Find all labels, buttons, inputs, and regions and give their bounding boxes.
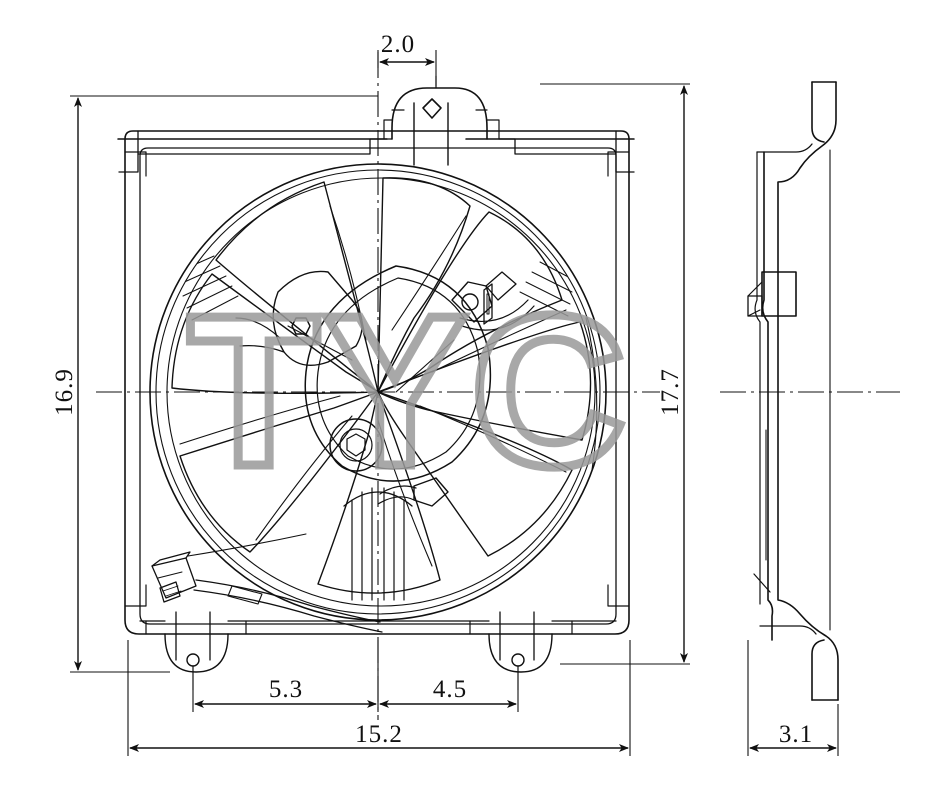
side-profile-outer <box>777 81 839 701</box>
blade-root-detail <box>419 405 567 473</box>
motor-bracket-arm-left2 <box>239 345 285 353</box>
fan-blade <box>377 391 573 557</box>
dimension-label-16-9: 16.9 <box>51 368 78 416</box>
side-profile-top-shoulder <box>756 143 813 153</box>
corner-notch-top-right <box>607 151 630 177</box>
bracket-hole-left <box>291 317 311 335</box>
harness-tail <box>187 533 307 557</box>
bracket-hole-right <box>461 293 479 311</box>
hub-boss-outer <box>329 418 383 472</box>
hub-hex-nut <box>346 433 366 457</box>
blade-root-detail <box>179 395 341 445</box>
motor-bracket-arm-left <box>235 317 281 339</box>
motor-bracket-lower-arm2 <box>377 496 415 505</box>
harness-clip <box>227 585 263 605</box>
center-lines <box>96 52 900 720</box>
dimension-5-3 <box>192 640 379 712</box>
harness-wire-lower <box>193 589 383 633</box>
side-view <box>747 81 839 701</box>
dimension-3-1 <box>747 640 839 756</box>
dimension-label-2-0: 2.0 <box>381 31 415 58</box>
hub-shading <box>287 325 455 393</box>
fan-blade <box>215 181 379 393</box>
blade-hatching-right <box>519 261 575 317</box>
bracket-rod <box>483 283 493 325</box>
dimension-label-3-1: 3.1 <box>779 721 813 748</box>
motor-bracket-lower <box>413 477 449 507</box>
motor-body <box>304 265 492 482</box>
blade-hatching-bottom <box>351 487 405 601</box>
fan-ring-shade <box>585 317 598 471</box>
shroud-outline <box>124 130 630 635</box>
dimension-2-0 <box>377 50 437 86</box>
blade-root-detail <box>255 415 353 541</box>
fan-blade <box>377 177 471 393</box>
corner-notch-bottom-left <box>124 584 147 607</box>
side-profile-boss-taper <box>747 281 763 317</box>
side-profile-bottom-shoulder <box>759 625 817 635</box>
side-profile-tab-top <box>811 81 825 143</box>
dimension-15-2 <box>127 640 631 756</box>
side-profile-flange-low <box>753 573 771 593</box>
dimension-4-5 <box>379 666 519 712</box>
tab-shoulder-left <box>137 138 393 155</box>
shroud-top-step <box>118 130 139 173</box>
hub-boss-inner <box>339 428 373 462</box>
top-tab-hole <box>422 98 442 119</box>
motor-lead-wire <box>459 299 529 322</box>
dimension-label-17-7: 17.7 <box>657 368 684 416</box>
side-profile-inner-left <box>754 151 761 605</box>
blade-root-detail <box>377 419 433 567</box>
side-profile-boss-step <box>747 295 763 317</box>
corner-notch-bottom-right <box>607 584 630 607</box>
fan-blade <box>179 391 379 553</box>
dimension-17-7 <box>540 83 690 665</box>
dimension-label-4-5: 4.5 <box>433 676 467 703</box>
fan-blade <box>171 273 379 395</box>
blade-root-detail <box>431 309 567 373</box>
motor-hub <box>304 265 492 482</box>
watermark-tyc: TYC <box>188 270 630 511</box>
side-profile-tab-bottom <box>811 639 825 701</box>
wiring-connector <box>151 533 383 633</box>
corner-notch-top-left <box>124 151 147 177</box>
fan-blade <box>377 211 563 393</box>
bracket-pin-right <box>485 271 517 301</box>
bracket-rod-slot <box>486 293 490 315</box>
harness-wire-upper <box>195 579 381 623</box>
motor-body-inner <box>316 277 481 470</box>
tab-shoulder-right <box>498 138 617 155</box>
dimension-label-5-3: 5.3 <box>269 676 303 703</box>
motor-bracket-lower-arm <box>379 485 417 495</box>
fan-blade <box>317 391 441 594</box>
dimension-16-9 <box>70 95 378 673</box>
shroud-top-step-right <box>615 130 635 173</box>
motor-bracket-upper-left <box>272 270 363 366</box>
motor-bracket-group <box>235 270 535 507</box>
motor-lead-wire2 <box>461 305 535 331</box>
dimension-lines <box>70 50 839 756</box>
dimension-label-15-2: 15.2 <box>355 721 403 748</box>
side-profile-inner <box>761 151 774 641</box>
